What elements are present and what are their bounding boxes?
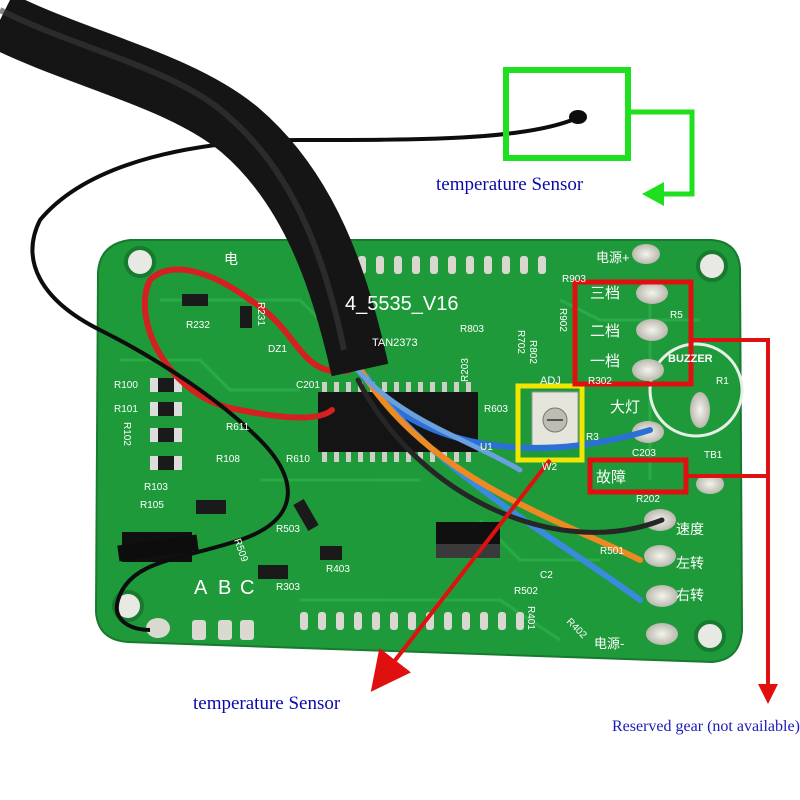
comp-label-c201: C201 <box>296 380 320 391</box>
comp-label-r610: R610 <box>286 454 310 465</box>
comp-label-r5: R5 <box>670 310 683 321</box>
comp-label-r102: R102 <box>121 422 132 446</box>
comp-label-r101: R101 <box>114 404 138 415</box>
reserved-gears-box <box>572 279 694 387</box>
elec-text: 电 <box>224 251 238 267</box>
wires <box>141 266 665 603</box>
adj-text: ADJ <box>540 375 561 387</box>
board-model-text: 4_5535_V16 <box>345 293 458 315</box>
comp-label-r103: R103 <box>144 482 168 493</box>
comp-label-r502: R502 <box>514 586 538 597</box>
pad-label-gear1: 一档 <box>590 353 620 370</box>
temperature-sensor-label-bottom: temperature Sensor <box>193 693 341 714</box>
pad-label-speed: 速度 <box>676 521 704 537</box>
red-arrow-reserved-head <box>758 684 778 704</box>
mounting-holes <box>112 246 728 652</box>
letter-a: A <box>194 577 208 599</box>
reserved-gear-label: Reserved gear (not available) <box>612 718 800 735</box>
pad-label-fault: 故障 <box>596 468 626 486</box>
red-arrow-sensor <box>370 458 552 692</box>
comp-label-r303: R303 <box>276 582 300 593</box>
sensor-wire <box>30 118 573 632</box>
comp-label-r403: R403 <box>326 564 350 575</box>
buzzer <box>648 342 744 438</box>
comp-label-tb1: TB1 <box>704 450 723 461</box>
comp-label-r501: R501 <box>600 546 624 557</box>
comp-label-r105: R105 <box>140 500 164 511</box>
letter-c: C <box>240 577 254 599</box>
comp-label-r803: R803 <box>460 324 484 335</box>
comp-label-r902: R902 <box>557 308 568 332</box>
pad-label-gear2: 二档 <box>590 323 620 340</box>
buzzer-text: BUZZER <box>668 353 713 365</box>
comp-label-r611: R611 <box>226 422 250 433</box>
potentiometer <box>531 391 579 449</box>
pad-label-power-minus: 电源- <box>594 636 624 651</box>
comp-label-r3-top: R3 <box>586 432 599 443</box>
comp-label-r108: R108 <box>216 454 240 465</box>
comp-label-c203: C203 <box>632 448 656 459</box>
comp-label-dz1: DZ1 <box>268 344 287 355</box>
comp-label-r802: R802 <box>527 340 538 364</box>
comp-label-r203: R203 <box>460 358 471 382</box>
comp-label-w2: W2 <box>542 462 557 473</box>
sensor-highlight-box <box>503 67 631 161</box>
heatshrink <box>117 534 199 562</box>
comp-label-c2: C2 <box>540 570 553 581</box>
pad-label-power-plus: 电源+ <box>596 250 630 265</box>
main-cable-highlight <box>0 7 347 351</box>
right-pads <box>632 244 724 645</box>
bottom-pin-row <box>300 612 524 630</box>
comp-label-r401: R401 <box>525 606 536 630</box>
letter-b: B <box>218 577 231 599</box>
pad-label-headlight: 大灯 <box>610 399 640 416</box>
left-smd-components <box>150 294 342 579</box>
pad-label-right-turn: 右转 <box>676 587 704 603</box>
comp-label-r903: R903 <box>562 274 586 285</box>
comp-label-r503: R503 <box>276 524 300 535</box>
green-arrow-head <box>642 182 664 206</box>
reserved-connector <box>691 338 770 690</box>
chip-mark-text: TAN2373 <box>372 337 418 349</box>
comp-label-r232: R232 <box>186 320 210 331</box>
sensor-green-connector <box>628 109 695 197</box>
pad-label-left-turn: 左转 <box>676 555 704 571</box>
bottom-left-pads <box>146 618 254 640</box>
comp-label-r202: R202 <box>636 494 660 505</box>
comp-label-r702: R702 <box>515 330 526 354</box>
comp-label-u1: U1 <box>480 442 493 453</box>
pad-label-gear3: 三档 <box>590 285 620 302</box>
comp-label-r302: R302 <box>588 376 612 387</box>
comp-label-r603: R603 <box>484 404 508 415</box>
temperature-sensor-bead <box>569 110 587 124</box>
comp-label-r100: R100 <box>114 380 138 391</box>
temperature-sensor-label-top: temperature Sensor <box>436 174 584 195</box>
comp-label-r1: R1 <box>716 376 729 387</box>
comp-label-r231: R231 <box>255 302 266 326</box>
